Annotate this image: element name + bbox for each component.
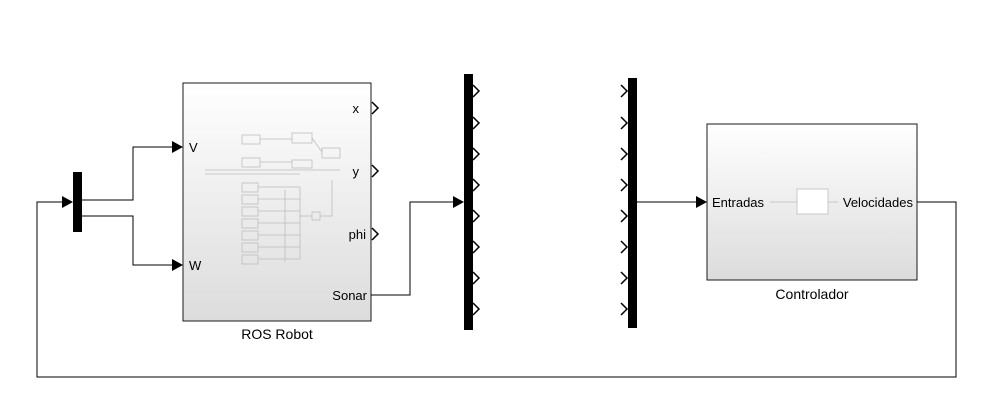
signal-demux-to-w[interactable] [82, 215, 172, 266]
mux-bar-2[interactable] [628, 78, 637, 328]
signal-lines [36, 146, 957, 378]
mux2-port-5-chevron-icon [620, 209, 629, 223]
arrow-to-entradas-icon [696, 196, 707, 208]
port-label-sonar: Sonar [332, 288, 367, 303]
mux-block-2[interactable] [620, 78, 637, 328]
mux-bar[interactable] [464, 74, 473, 330]
port-label-w: W [189, 258, 202, 273]
ros-robot-body[interactable] [182, 82, 372, 322]
demux-bar[interactable] [73, 172, 82, 232]
signal-sonar-to-mux[interactable] [371, 201, 453, 296]
signal-feedback-loop[interactable] [36, 201, 957, 378]
mux-port-7-chevron-icon [472, 271, 481, 285]
mux-port-2-chevron-icon [472, 116, 481, 130]
mux-port-4-chevron-icon [472, 178, 481, 192]
port-label-v: V [189, 140, 198, 155]
mux2-port-3-chevron-icon [620, 147, 629, 161]
mux-port-1-chevron-icon [472, 84, 481, 98]
ros-robot-preview [205, 132, 341, 265]
port-label-entradas: Entradas [712, 195, 765, 210]
port-y-chevron-icon[interactable] [371, 164, 380, 178]
signal-demux-to-v[interactable] [82, 146, 172, 201]
arrow-to-mux-icon [453, 196, 464, 208]
port-label-velocidades: Velocidades [843, 195, 914, 210]
port-x-chevron-icon[interactable] [371, 101, 380, 115]
mux2-port-7-chevron-icon [620, 271, 629, 285]
arrow-to-v-icon [172, 141, 183, 153]
ros-robot-name: ROS Robot [241, 326, 313, 342]
mux-port-8-chevron-icon [472, 302, 481, 316]
mux-port-6-chevron-icon [472, 240, 481, 254]
controlador-inner-preview [796, 188, 829, 215]
arrow-to-demux-icon [62, 196, 73, 208]
mux2-port-1-chevron-icon [620, 84, 629, 98]
controlador-block[interactable]: Entradas Velocidades Controlador [706, 123, 918, 302]
mux-port-3-chevron-icon [472, 147, 481, 161]
mux2-port-2-chevron-icon [620, 116, 629, 130]
mux-port-5-chevron-icon [472, 209, 481, 223]
ros-robot-block[interactable]: V W x y phi Sonar ROS Robot [182, 82, 380, 342]
port-phi-chevron-icon[interactable] [371, 227, 380, 241]
port-label-phi: phi [349, 227, 366, 242]
arrow-to-w-icon [172, 259, 183, 271]
mux2-port-4-chevron-icon [620, 178, 629, 192]
port-label-y: y [353, 164, 360, 179]
mux2-port-6-chevron-icon [620, 240, 629, 254]
mux-block[interactable] [464, 74, 481, 330]
controlador-name: Controlador [775, 286, 848, 302]
mux2-port-8-chevron-icon [620, 302, 629, 316]
port-label-x: x [353, 101, 360, 116]
arrowheads [62, 141, 707, 271]
